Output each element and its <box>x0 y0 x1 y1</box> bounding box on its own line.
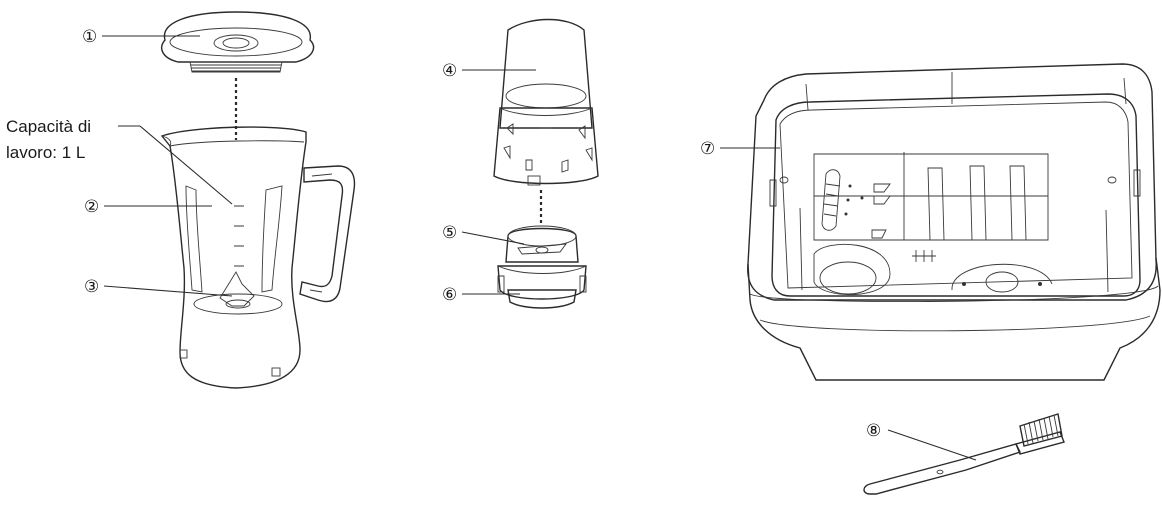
callout-5: ⑤ <box>442 223 457 243</box>
lid <box>161 11 315 73</box>
leader-lines <box>102 35 977 461</box>
callout-6: ⑥ <box>442 285 457 305</box>
grinder-blade-unit <box>497 225 587 309</box>
grinder-cup <box>493 18 599 186</box>
callout-1: ① <box>82 27 97 47</box>
capacity-note-line-2: lavoro: 1 L <box>6 143 85 162</box>
blender-jug <box>160 126 356 389</box>
callout-4: ④ <box>442 61 457 81</box>
callout-8: ⑧ <box>866 421 881 441</box>
callout-7: ⑦ <box>700 139 715 159</box>
callout-3: ③ <box>84 277 99 297</box>
capacity-note-line-1: Capacità di <box>6 117 91 136</box>
callout-2: ② <box>84 197 99 217</box>
storage-box <box>747 63 1161 381</box>
cleaning-brush <box>863 413 1065 495</box>
